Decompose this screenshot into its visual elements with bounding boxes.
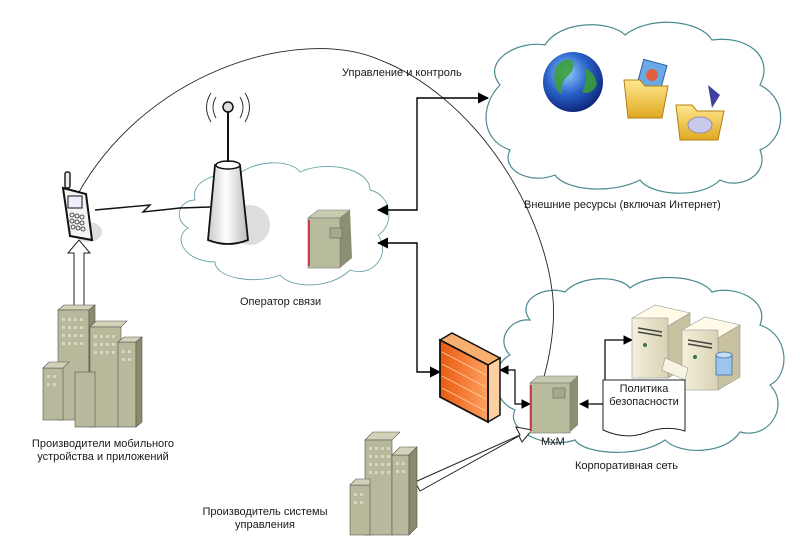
picture-folder-icon (623, 58, 669, 119)
policy-line1: Политика (619, 383, 669, 395)
link-policy-servers (579, 335, 633, 409)
music-folder-icon (675, 85, 725, 141)
radio-link (94, 204, 211, 213)
corporate-network-label: Корпоративная сеть (575, 460, 678, 472)
office-building-icon (349, 431, 418, 536)
policy-line2: безопасности (609, 396, 679, 408)
system-maker-line2: управления (235, 519, 295, 531)
office-buildings-icon (42, 304, 143, 428)
firewall-icon (438, 332, 502, 424)
link-firewall-mxm (499, 365, 531, 409)
device-makers-label: Производители мобильного устройства и пр… (18, 438, 188, 464)
operator-label: Оператор связи (240, 296, 322, 308)
system-maker-label: Производитель системы управления (195, 506, 335, 532)
system-maker-line1: Производитель системы (202, 506, 328, 518)
mxm-server-icon (529, 375, 579, 434)
security-policy-label: Политика безопасности (603, 383, 685, 409)
hollow-arrow-up (66, 239, 92, 320)
mainframe-server-icon (307, 209, 352, 269)
hollow-arrow-diag (414, 426, 533, 492)
document-icon (602, 379, 686, 437)
external-resources-label: Внешние ресурсы (включая Интернет) (524, 199, 721, 211)
mxm-label: MxM (541, 436, 565, 448)
control-label: Управление и контроль (342, 67, 462, 79)
link-operator-internet (376, 92, 490, 216)
device-makers-line1: Производители мобильного (31, 438, 175, 450)
cell-tower-icon (206, 92, 270, 245)
mobile-phone-icon (61, 171, 102, 242)
globe-icon (543, 52, 603, 112)
tower-servers-icon (631, 304, 741, 391)
link-operator-firewall (376, 237, 442, 378)
device-makers-line2: устройства и приложений (37, 451, 169, 463)
